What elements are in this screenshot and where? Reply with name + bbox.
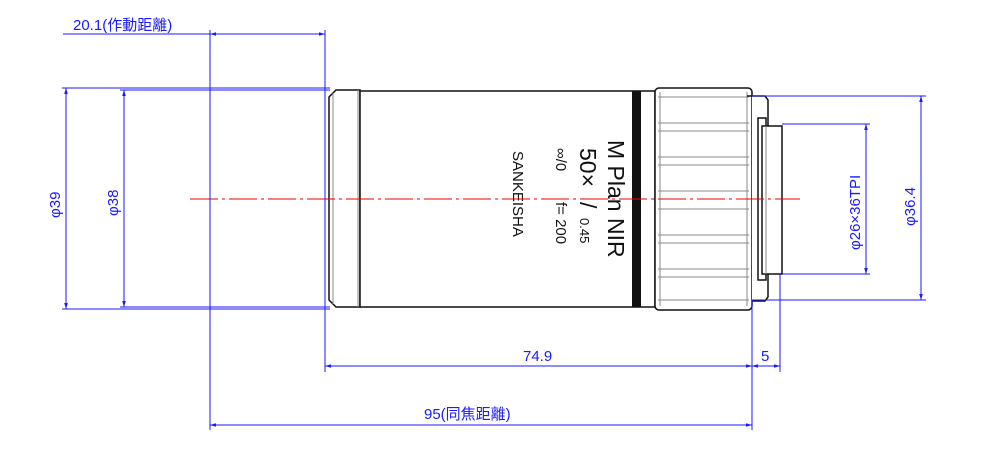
thread-label: φ26×36TPI bbox=[847, 175, 864, 250]
magnification-label: 50× bbox=[575, 148, 601, 187]
parfocal-label: 95(同焦距離) bbox=[424, 405, 511, 423]
tube-label: ∞/0 bbox=[552, 148, 569, 171]
dimension-lines bbox=[62, 30, 926, 430]
working-distance-label: 20.1(作動距離) bbox=[73, 16, 172, 34]
maker-label: SANKEISHA bbox=[509, 151, 526, 237]
na-label: 0.45 bbox=[577, 218, 592, 243]
body-diameter-label: φ38 bbox=[105, 190, 122, 216]
lens-markings: M Plan NIR 50× / 0.45 ∞/0 f= 200 SANKEIS… bbox=[509, 140, 629, 258]
focal-label: f= 200 bbox=[552, 202, 569, 244]
mount-thread bbox=[761, 125, 783, 275]
body-length-label: 74.9 bbox=[523, 348, 552, 365]
slash-label: / bbox=[575, 202, 601, 209]
thread-length-label: 5 bbox=[761, 348, 769, 365]
ring-diameter-label: φ36.4 bbox=[902, 187, 919, 226]
outer-diameter-label: φ39 bbox=[47, 192, 64, 218]
